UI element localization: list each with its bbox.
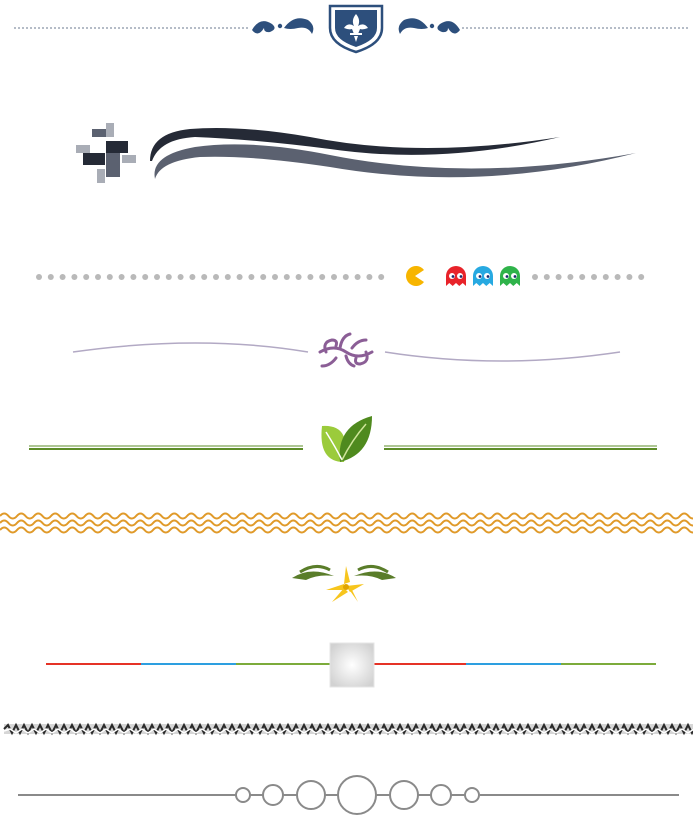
pellet-dot [106, 274, 113, 280]
pellet-dot [236, 274, 243, 280]
pellet-dot [555, 274, 562, 280]
pellet-dot [543, 274, 550, 280]
pellet-dot [189, 274, 196, 280]
pellet-dot [614, 274, 621, 280]
wave-divider-graphic [0, 512, 693, 534]
pacman-divider-graphic [36, 266, 645, 286]
plus-block-icon [76, 123, 136, 183]
pellet-dot [213, 274, 219, 280]
pellet-dot [142, 274, 149, 280]
yellow-flower-icon [292, 565, 396, 602]
circles-divider-graphic [18, 775, 679, 815]
pellet-dot [118, 274, 125, 280]
scroll-ornament-left-icon [252, 18, 314, 34]
swoosh-grey [154, 144, 636, 179]
wave-divider [0, 508, 693, 538]
circles-divider [0, 770, 693, 816]
fleur-de-lis-shield-icon [328, 4, 384, 54]
wave-line-1 [0, 512, 693, 520]
pellet-dot [272, 274, 278, 280]
pellet-dot [331, 274, 337, 280]
pacman-icon [406, 266, 424, 286]
flourish-ornament-icon [318, 332, 374, 368]
zigzag-divider [0, 722, 693, 736]
pellet-dot [47, 274, 54, 280]
pellet-dot [201, 274, 208, 280]
zigzag-divider-graphic [3, 722, 693, 736]
pacman-divider [0, 262, 693, 292]
green-ghost-icon [500, 266, 520, 286]
circle-chain-icon [235, 775, 480, 815]
pellet-dot [378, 274, 385, 280]
pellet-dot [71, 274, 78, 280]
pellet-dot [567, 274, 574, 280]
pellet-dot [283, 274, 290, 280]
pellet-dot [602, 274, 609, 280]
pellet-dot [532, 274, 538, 280]
pellet-dot [36, 274, 42, 280]
pellet-dot [307, 274, 314, 280]
pellet-dot [354, 274, 361, 280]
gradient-square-icon [329, 642, 375, 688]
flower-divider [0, 560, 693, 610]
scroll-ornament-right-icon [398, 18, 460, 34]
pellet-dot [295, 274, 302, 280]
tricolor-divider-graphic [46, 642, 656, 688]
leaf-divider [0, 412, 693, 468]
pellet-dot [579, 274, 586, 280]
pellet-dot [177, 274, 184, 280]
pellet-dot [260, 274, 267, 280]
blue-ghost-icon [473, 266, 493, 286]
swoosh-dark [150, 128, 560, 161]
pellet-dot [591, 274, 597, 280]
wave-line-3 [0, 526, 693, 534]
crest-divider [0, 0, 693, 60]
flower-divider-graphic [60, 565, 630, 602]
crest-divider-graphic [14, 4, 690, 54]
swoosh-divider [0, 115, 693, 195]
dot-row-right [532, 274, 645, 280]
pellet-dot [95, 274, 101, 280]
leaf-icon [321, 416, 372, 462]
leaf-divider-graphic [29, 416, 657, 462]
pellet-dot [83, 274, 90, 280]
zigzag-line-light [3, 728, 693, 734]
pellet-dot [366, 274, 373, 280]
pellet-dot [154, 274, 160, 280]
flourish-divider [0, 330, 693, 370]
tricolor-divider [0, 640, 693, 690]
dot-row-left [36, 274, 385, 280]
pellet-dot [59, 274, 66, 280]
wave-line-2 [0, 519, 693, 527]
pellet-dot [626, 274, 633, 280]
pellet-dot [248, 274, 255, 280]
pellet-dot [165, 274, 172, 280]
pellet-dot [224, 274, 231, 280]
swoosh-divider-graphic [76, 123, 636, 183]
pellet-dot [638, 274, 645, 280]
pellet-dot [130, 274, 137, 280]
flourish-divider-graphic [72, 332, 621, 368]
red-ghost-icon [446, 266, 466, 286]
pellet-dot [319, 274, 326, 280]
pellet-dot [342, 274, 349, 280]
